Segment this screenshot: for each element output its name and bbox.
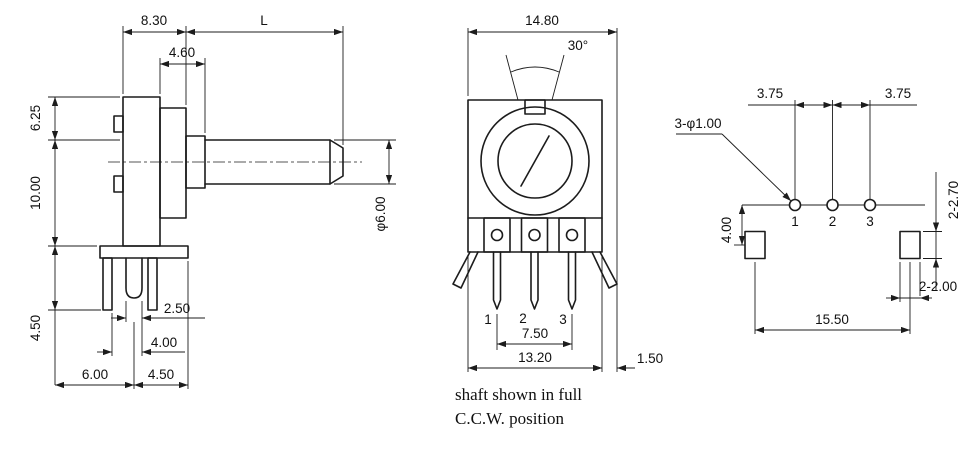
dim-overall-width: 14.80 [525,13,559,28]
pcb-pin-label-2: 2 [829,214,837,229]
terminal-hole-1 [490,228,504,242]
caption-line-2: C.C.W. position [455,409,564,428]
caption-line-1: shaft shown in full [455,385,582,404]
hole-pad-2 [826,198,839,212]
dim-bushing-length: 4.60 [169,45,195,60]
dim-pitch-left: 3.75 [757,86,783,101]
pcb-pin-label-3: 3 [866,214,874,229]
pin-3 [567,251,577,310]
pcb-pin-label-1: 1 [791,214,799,229]
dim-pad-span: 15.50 [815,312,849,327]
dim-leg-height: 4.50 [28,315,43,341]
pcb-extension-lines [734,100,942,334]
mounting-foot [99,245,189,259]
pcb-pads [744,198,921,260]
rotor-outer-circle [480,106,590,216]
terminal-block-3 [558,217,586,253]
side-view-extension-lines [48,26,396,389]
terminal-hole-3 [565,228,579,242]
dim-foot-left: 6.00 [82,367,108,382]
pin-2 [530,251,539,310]
terminal-tab-lower [113,175,124,193]
dim-pin-width: 2.50 [164,301,190,316]
dim-pitch-right: 3.75 [885,86,911,101]
dim-upper-height: 6.25 [28,105,43,131]
right-leg [147,257,158,311]
dim-pin-offset: 4.00 [151,335,177,350]
pin-1 [492,251,502,310]
bent-leg-right [591,251,618,289]
front-view: 14.80 30° 1 2 3 7.50 13.20 1.50 [452,13,663,372]
dim-body-height: 10.00 [28,176,43,210]
dim-body-width: 13.20 [518,350,552,365]
front-pin-label-1: 1 [484,312,492,327]
rotation-angle-marks [505,54,565,101]
dim-pad-width: 2-2.00 [919,279,957,294]
front-view-dimension-lines [468,28,635,372]
hole-pad-1 [788,198,802,212]
dim-shaft-length: L [260,13,268,28]
front-pin-label-2: 2 [519,311,527,326]
side-view-outline [99,96,362,311]
bent-leg-left [452,251,479,289]
dim-foot-right: 4.50 [148,367,174,382]
rotor-inner-circle [497,123,573,199]
front-view-extension-lines [467,28,618,372]
side-view: 8.30 L 4.60 6.25 10.00 4.50 φ6.00 2.50 4… [28,13,396,389]
terminal-block-1 [483,217,511,253]
side-view-dimension-lines [51,28,393,389]
terminal-tab-upper [113,115,124,133]
housing [159,107,187,219]
dim-pad-height: 2-2.70 [946,181,961,219]
dim-shaft-diameter: φ6.00 [373,196,388,231]
dim-leg-offset: 1.50 [637,351,663,366]
front-pin-label-3: 3 [559,312,567,327]
center-snap-pin [125,257,143,299]
front-view-outline [452,99,618,310]
pcb-footprint-view: 3.75 3.75 3-φ1.00 1 2 3 4.00 2-2.70 2-2.… [674,86,961,334]
mount-pad-left [744,230,766,260]
body-plate [122,96,161,247]
rotor-slot [520,135,550,187]
hole-pad-3 [863,198,877,212]
rotor-stop-notch [524,99,546,115]
terminal-hole-2 [528,228,541,242]
dim-row-offset: 4.00 [719,217,734,243]
dim-hole-note: 3-φ1.00 [674,116,721,131]
caption: shaft shown in full C.C.W. position [455,385,582,428]
pcb-dimension-lines [676,101,940,334]
dim-rotation-angle: 30° [568,38,588,53]
mount-pad-right [899,230,921,260]
dim-pin-span: 7.50 [522,326,548,341]
dim-top-width: 8.30 [141,13,167,28]
left-leg [102,257,113,311]
terminal-block-2 [520,217,549,253]
